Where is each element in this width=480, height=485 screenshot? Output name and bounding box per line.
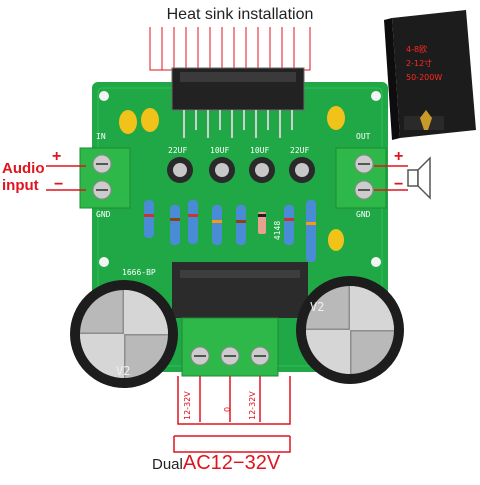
input-plus-sign: + (52, 148, 62, 165)
power-pin-right-label: 12-32V (248, 391, 257, 420)
audio-input-label-line1: Audio (2, 160, 45, 177)
ic-pins (183, 110, 293, 138)
heat-sink-title: Heat sink installation (166, 6, 314, 23)
diode-label: 4148 (273, 220, 283, 241)
power-terminal (181, 317, 279, 377)
mount-hole (371, 257, 381, 267)
input-wires (46, 165, 86, 191)
board-label-gnd-right: GND (356, 210, 371, 219)
audio-input-label-line2: input (2, 177, 39, 194)
speaker-spec-size: 2-12寸 (406, 59, 433, 68)
filter-capacitor-left (70, 280, 178, 388)
power-pin-mid-label: 0 (223, 406, 232, 412)
cap-label: 10UF (250, 146, 270, 155)
small-capacitors (167, 157, 315, 183)
board-label-out: OUT (356, 132, 371, 141)
big-cap-left-label: V2 (116, 364, 131, 378)
cap-label: 22UF (168, 146, 188, 155)
board-label-in: IN (96, 132, 106, 141)
heat-sink-fins (149, 27, 311, 71)
mount-hole (99, 91, 109, 101)
ceramic-capacitor (141, 108, 159, 132)
power-pin-left-label: 12-32V (183, 391, 192, 420)
power-supply-label: DualAC12−32V (152, 452, 280, 475)
diode (258, 212, 266, 234)
output-minus-sign: − (394, 176, 404, 193)
input-terminal (79, 147, 131, 209)
mount-hole (371, 91, 381, 101)
output-plus-sign: + (394, 148, 404, 165)
filter-capacitor-right (296, 276, 404, 384)
output-terminal (335, 147, 387, 209)
board-model-label: 1666-BP (122, 268, 156, 277)
input-minus-sign: − (54, 176, 64, 193)
resistors (144, 200, 316, 262)
board-label-gnd-left: GND (96, 210, 111, 219)
cap-label: 10UF (210, 146, 230, 155)
power-label-main: AC12−32V (182, 452, 281, 474)
ceramic-capacitor (119, 110, 137, 134)
big-cap-right-label: V2 (310, 300, 325, 314)
speaker-icon (407, 156, 431, 200)
power-label-prefix: Dual (152, 456, 183, 473)
mount-hole (99, 257, 109, 267)
cap-label: 22UF (290, 146, 310, 155)
speaker-spec-impedance: 4-8欧 (406, 45, 428, 54)
speaker-cabinet (384, 10, 476, 140)
output-wires (374, 165, 408, 191)
ceramic-capacitor (328, 229, 344, 251)
ceramic-capacitor (327, 106, 345, 130)
speaker-spec-power: 50-200W (406, 73, 443, 82)
power-wires (173, 376, 291, 453)
